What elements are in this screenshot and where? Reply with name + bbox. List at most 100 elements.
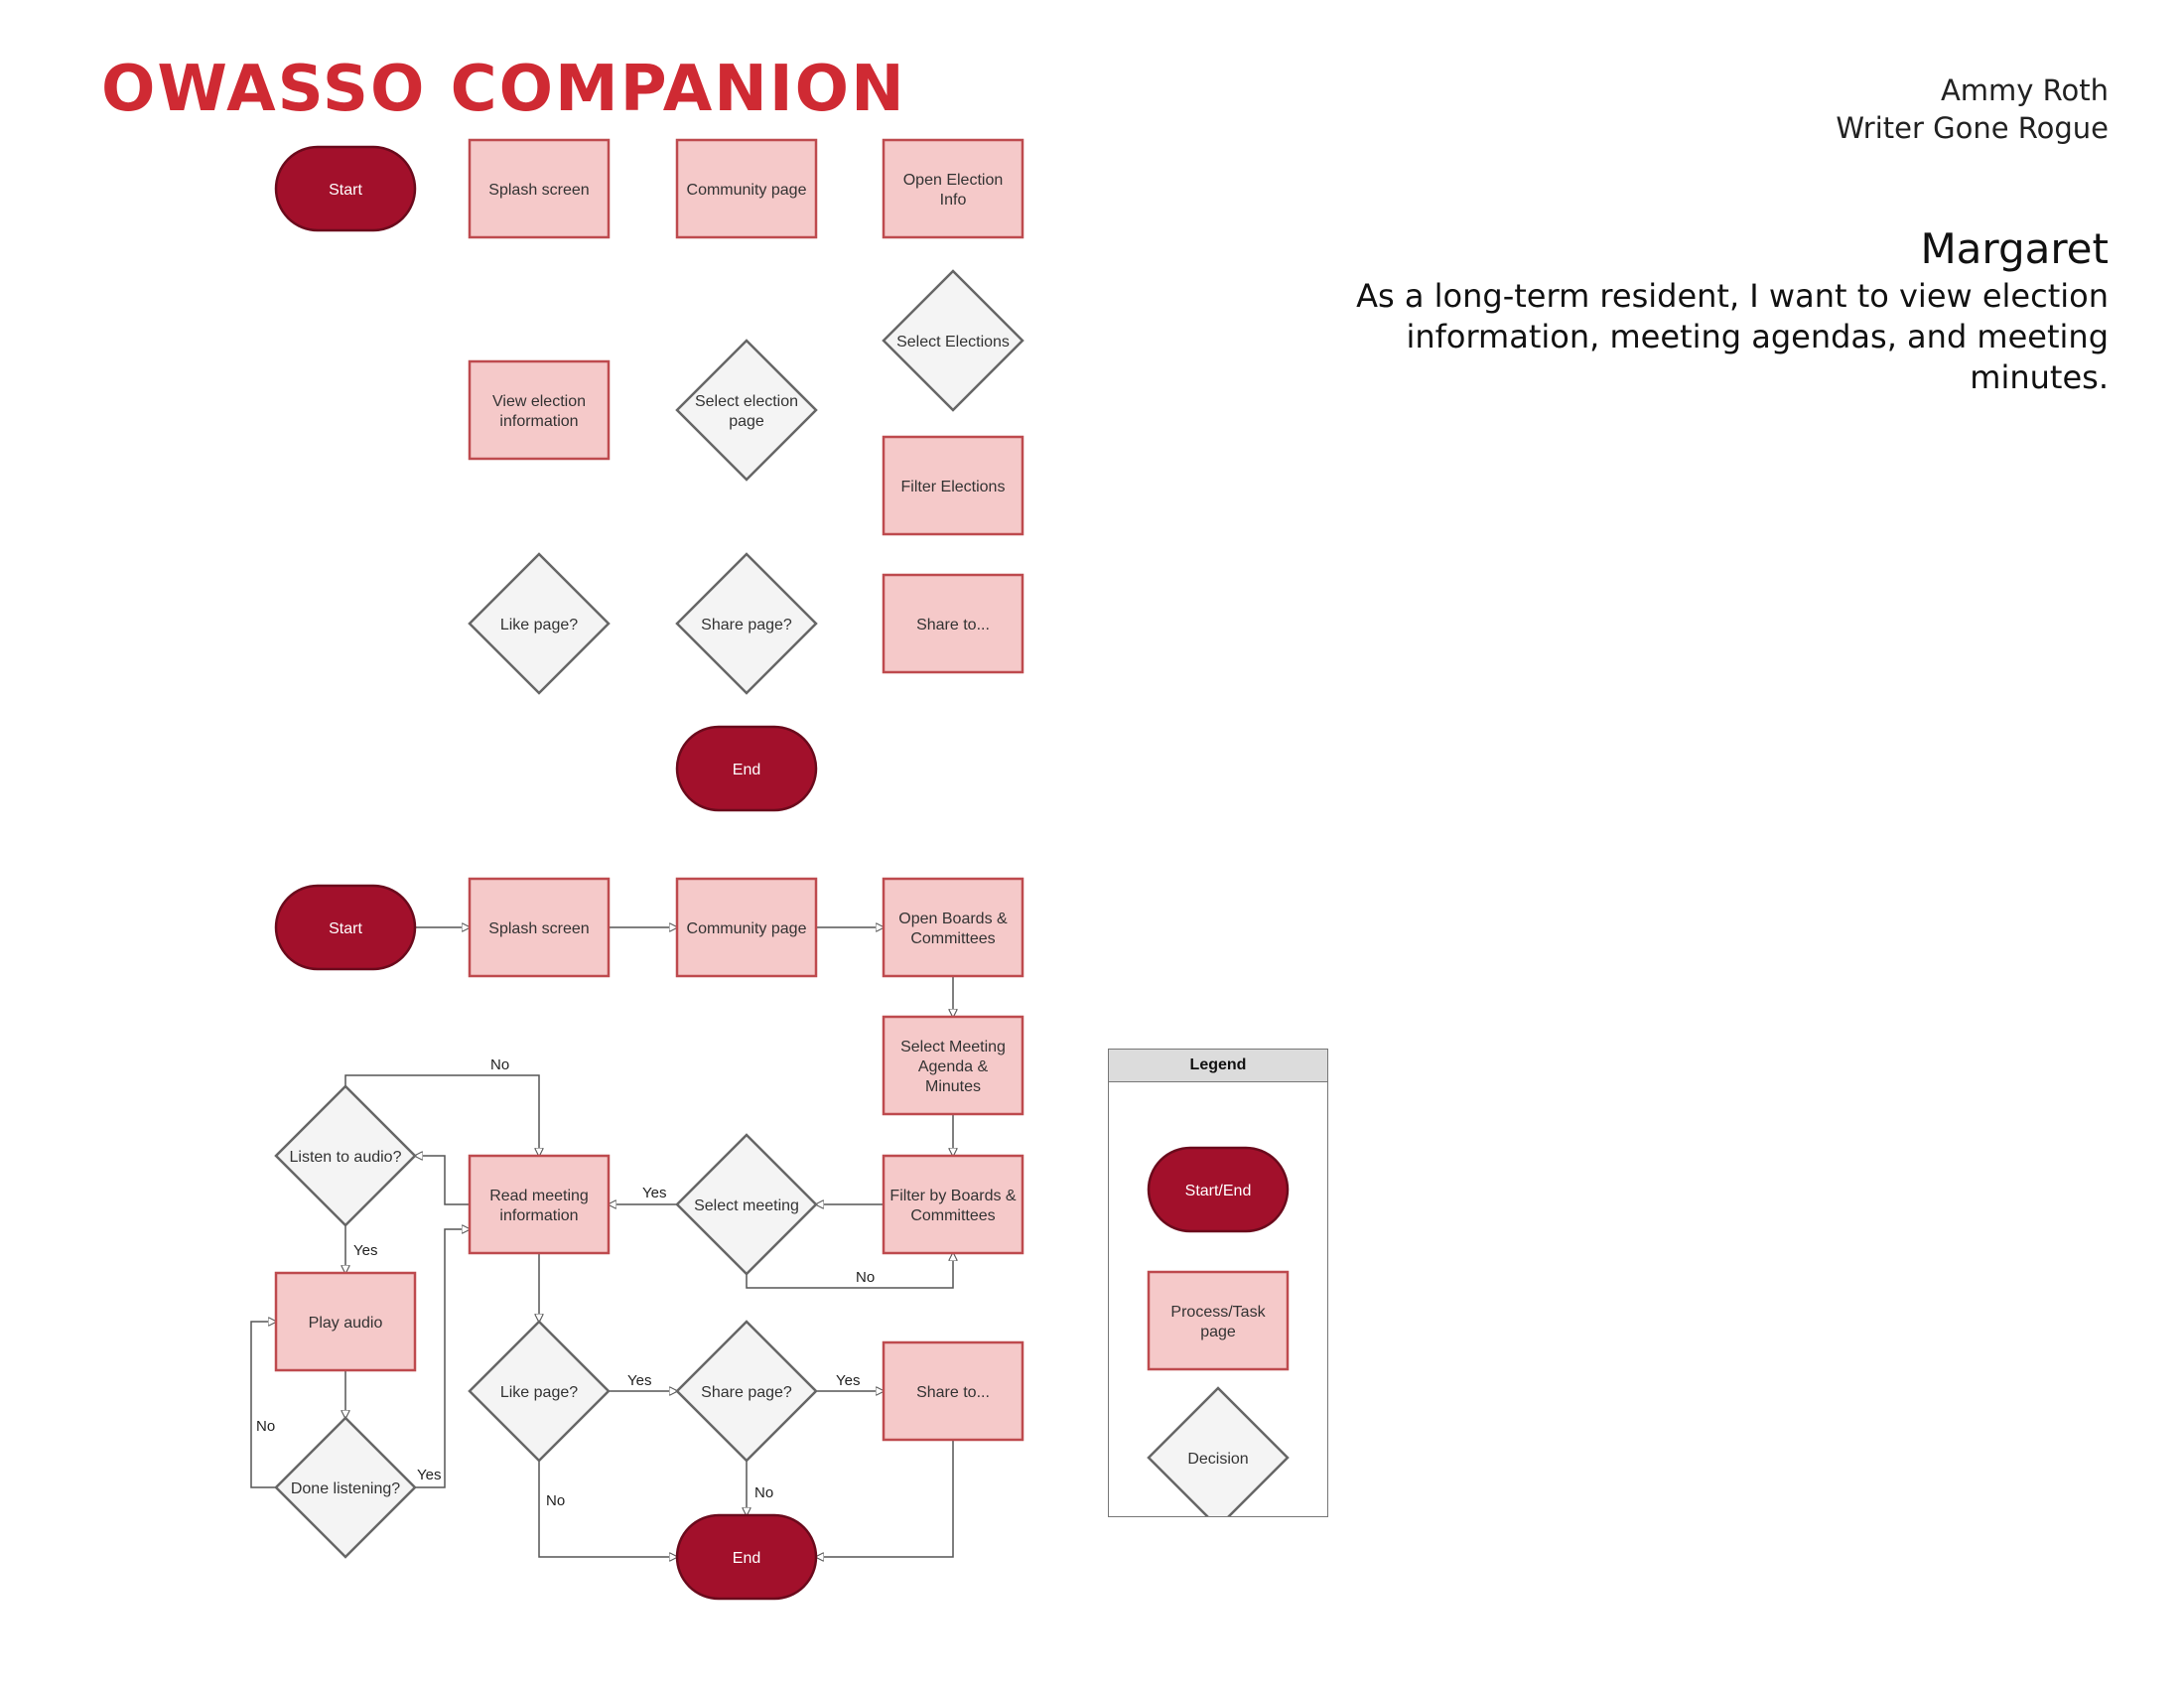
label-done-yes: Yes — [417, 1467, 441, 1483]
f2-open-boards-label: Open Boards &Committees — [898, 911, 1008, 947]
app-title: OWASSO COMPANION — [101, 53, 906, 126]
persona-name: Margaret — [1920, 224, 2109, 273]
edge-done-no — [250, 1322, 276, 1488]
flow-connectors — [250, 927, 954, 1557]
f1-select-elections: Select Elections — [882, 269, 1024, 412]
f1-splash-screen-shape — [468, 138, 611, 239]
f2-start-shape — [274, 884, 417, 971]
f1-splash-screen: Splash screen — [468, 138, 611, 239]
legend-terminal: Start/End — [1147, 1146, 1290, 1233]
f1-share-to: Share to... — [882, 573, 1024, 674]
f1-select-elections-shape — [882, 269, 1024, 412]
f1-share-to-shape — [882, 573, 1024, 674]
f1-share-to-label: Share to... — [916, 617, 990, 633]
f2-start: Start — [274, 884, 417, 971]
legend-title: Legend — [1109, 1050, 1327, 1082]
f2-open-boards: Open Boards &Committees — [882, 877, 1024, 978]
f2-like-page: Like page? — [468, 1320, 611, 1463]
label-listen-yes: Yes — [353, 1242, 377, 1259]
f2-filter-boards-shape — [882, 1154, 1024, 1255]
f1-filter-elections: Filter Elections — [882, 435, 1024, 536]
author-name: Ammy Roth — [1940, 73, 2109, 107]
f2-share-page-shape — [675, 1320, 818, 1463]
f2-play-audio: Play audio — [274, 1271, 417, 1372]
f1-end-shape — [675, 725, 818, 812]
legend-decision-label: Decision — [1187, 1451, 1248, 1468]
f1-like-page: Like page? — [468, 552, 611, 695]
f2-splash-screen-shape — [468, 877, 611, 978]
f1-community-page-shape — [675, 138, 818, 239]
f2-play-audio-shape — [274, 1271, 417, 1372]
f2-community-page: Community page — [675, 877, 818, 978]
edge-listen-no — [344, 1074, 539, 1156]
f2-listen-audio-shape — [274, 1084, 417, 1227]
label-share-yes: Yes — [836, 1372, 860, 1389]
f2-select-meeting-label: Select meeting — [694, 1197, 799, 1214]
f2-end: End — [675, 1513, 818, 1601]
f2-like-page-shape — [468, 1320, 611, 1463]
f1-share-page-shape — [675, 552, 818, 695]
legend-process-shape — [1147, 1270, 1290, 1371]
f1-end: End — [675, 725, 818, 812]
author-block: Ammy Roth Writer Gone Rogue — [1836, 71, 2109, 147]
f2-end-shape — [675, 1513, 818, 1601]
edge-done-yes — [415, 1229, 470, 1488]
f2-splash-screen-label: Splash screen — [488, 920, 589, 937]
f2-play-audio-label: Play audio — [309, 1315, 383, 1332]
f1-select-election-page-shape — [675, 339, 818, 482]
label-select-meeting-no: No — [856, 1269, 875, 1286]
f1-community-page: Community page — [675, 138, 818, 239]
f1-share-page-label: Share page? — [701, 617, 792, 633]
label-like-yes: Yes — [627, 1372, 651, 1389]
f2-share-to: Share to... — [882, 1340, 1024, 1442]
f1-share-page: Share page? — [675, 552, 818, 695]
f2-share-page-label: Share page? — [701, 1384, 792, 1401]
edge-select-meeting-no — [746, 1253, 953, 1289]
label-listen-no: No — [490, 1056, 509, 1073]
f1-filter-elections-shape — [882, 435, 1024, 536]
f2-share-page: Share page? — [675, 1320, 818, 1463]
f2-share-to-shape — [882, 1340, 1024, 1442]
f1-splash-screen-label: Splash screen — [488, 182, 589, 199]
f1-filter-elections-label: Filter Elections — [901, 479, 1006, 495]
f1-like-page-label: Like page? — [500, 617, 578, 633]
f1-end-label: End — [733, 762, 760, 778]
edge-shareto-end — [816, 1440, 954, 1557]
f1-open-election-info-shape — [882, 138, 1024, 239]
f2-filter-boards-label: Filter by Boards &Committees — [889, 1188, 1016, 1224]
f2-start-label: Start — [329, 920, 362, 937]
f2-share-to-label: Share to... — [916, 1384, 990, 1401]
edge-read-listen — [415, 1156, 470, 1205]
f1-view-election-info-shape — [468, 359, 611, 461]
legend-terminal-shape — [1147, 1146, 1290, 1233]
f2-done-listening-shape — [274, 1416, 417, 1559]
f2-listen-audio-label: Listen to audio? — [290, 1149, 402, 1166]
f2-end-label: End — [733, 1550, 760, 1567]
f2-filter-boards: Filter by Boards &Committees — [882, 1154, 1024, 1255]
legend-decision: Decision — [1147, 1386, 1290, 1529]
label-like-no: No — [546, 1492, 565, 1509]
f1-community-page-label: Community page — [687, 182, 807, 199]
f2-like-page-label: Like page? — [500, 1384, 578, 1401]
persona-story: As a long-term resident, I want to view … — [1356, 277, 2109, 396]
f2-splash-screen: Splash screen — [468, 877, 611, 978]
f2-select-meeting: Select meeting — [675, 1133, 818, 1276]
f1-start-label: Start — [329, 182, 362, 199]
